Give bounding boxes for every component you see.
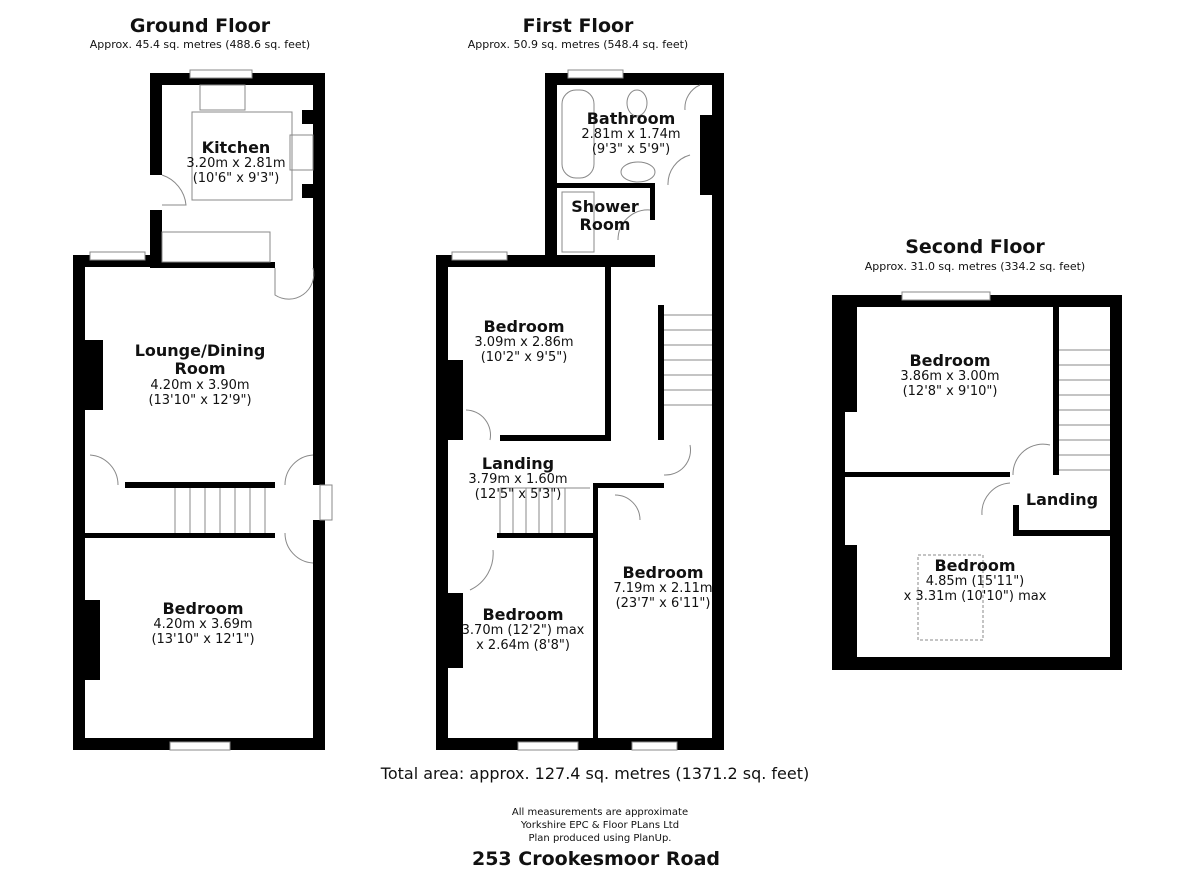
room-dimensions-imperial: (12'8" x 9'10") [902,384,998,400]
ground-floor-fixtures [89,69,333,751]
room-name: Bedroom [934,556,1016,575]
room-name: Lounge/Dining [134,341,266,360]
room-dimensions-metric: 3.70m (12'2") max [461,623,585,639]
ground-floor-walls [73,73,325,750]
room-dimensions-metric: 3.86m x 3.00m [900,369,1000,385]
first-floor-walls [436,73,724,750]
room-name: Kitchen [201,138,271,157]
second-floor-area: Approx. 31.0 sq. metres (334.2 sq. feet) [864,260,1086,273]
room-dimensions-imperial: (13'10" x 12'9") [148,392,252,408]
room-first-landing: Landing 3.79m x 1.60m (12'5" x 5'3") [468,454,568,503]
room-name: Bedroom [909,351,991,370]
room-name-line2: Room [174,359,226,379]
room-dimensions-imperial: (12'5" x 5'3") [474,487,562,503]
room-name: Landing [481,454,555,473]
room-dimensions-metric: 3.79m x 1.60m [468,472,568,488]
room-first-bedroom-long: Bedroom 7.19m x 2.11m (23'7" x 6'11") [613,563,713,612]
room-dimensions-imperial: (23'7" x 6'11") [615,596,711,612]
first-floor-title: First Floor [522,15,634,37]
room-kitchen: Kitchen 3.20m x 2.81m (10'6" x 9'3") [186,138,286,187]
room-name: Bedroom [482,605,564,624]
room-dimensions-metric: 4.20m x 3.90m [150,377,250,393]
room-dimensions-metric: 4.85m (15'11") [925,574,1025,590]
first-floor-fixtures [451,69,712,751]
total-area: Total area: approx. 127.4 sq. metres (13… [380,764,810,783]
room-second-landing: Landing [1025,490,1099,509]
room-dimensions-imperial: x 3.31m (10'10") max [903,589,1047,605]
room-first-bedroom-rear: Bedroom 3.70m (12'2") max x 2.64m (8'8") [461,605,585,654]
room-bathroom: Bathroom 2.81m x 1.74m (9'3" x 5'9") [581,109,681,158]
room-dimensions-metric: 4.20m x 3.69m [153,617,253,633]
room-dimensions-imperial: (9'3" x 5'9") [591,142,671,158]
first-floor-area: Approx. 50.9 sq. metres (548.4 sq. feet) [467,38,689,51]
room-dimensions-metric: 3.20m x 2.81m [186,156,286,172]
second-floor-title: Second Floor [905,236,1045,258]
room-name: Shower [571,197,639,216]
room-lounge-dining: Lounge/Dining Room 4.20m x 3.90m (13'10"… [134,341,266,409]
disclaimer-line: Yorkshire EPC & Floor PLans Ltd [520,820,680,831]
ground-floor-title: Ground Floor [129,15,271,37]
room-dimensions-metric: 3.09m x 2.86m [474,335,574,351]
room-first-bedroom-front: Bedroom 3.09m x 2.86m (10'2" x 9'5") [474,317,574,366]
disclaimer-line: All measurements are approximate [511,807,689,818]
second-floor-walls [832,295,1122,670]
second-floor-fixtures [901,291,1110,641]
property-address: 253 Crookesmoor Road [471,848,721,870]
room-second-bedroom-bottom: Bedroom 4.85m (15'11") x 3.31m (10'10") … [903,556,1047,605]
room-dimensions-metric: 7.19m x 2.11m [613,581,713,597]
room-dimensions-imperial: (13'10" x 12'1") [151,632,255,648]
room-name: Bathroom [586,109,676,128]
room-name: Bedroom [162,599,244,618]
room-second-bedroom-top: Bedroom 3.86m x 3.00m (12'8" x 9'10") [900,351,1000,400]
disclaimer-line: Plan produced using PlanUp. [528,833,672,844]
room-dimensions-metric: 2.81m x 1.74m [581,127,681,143]
room-dimensions-imperial: (10'6" x 9'3") [192,171,280,187]
room-name: Landing [1025,490,1099,509]
ground-floor-area: Approx. 45.4 sq. metres (488.6 sq. feet) [89,38,311,51]
room-ground-bedroom: Bedroom 4.20m x 3.69m (13'10" x 12'1") [151,599,255,648]
room-shower-room: Shower Room [571,197,639,235]
room-dimensions-imperial: (10'2" x 9'5") [480,350,568,366]
disclaimer: All measurements are approximate Yorkshi… [512,806,688,845]
room-dimensions-imperial: x 2.64m (8'8") [476,638,570,654]
room-name: Bedroom [622,563,704,582]
room-name-line2: Room [579,215,631,235]
room-name: Bedroom [483,317,565,336]
